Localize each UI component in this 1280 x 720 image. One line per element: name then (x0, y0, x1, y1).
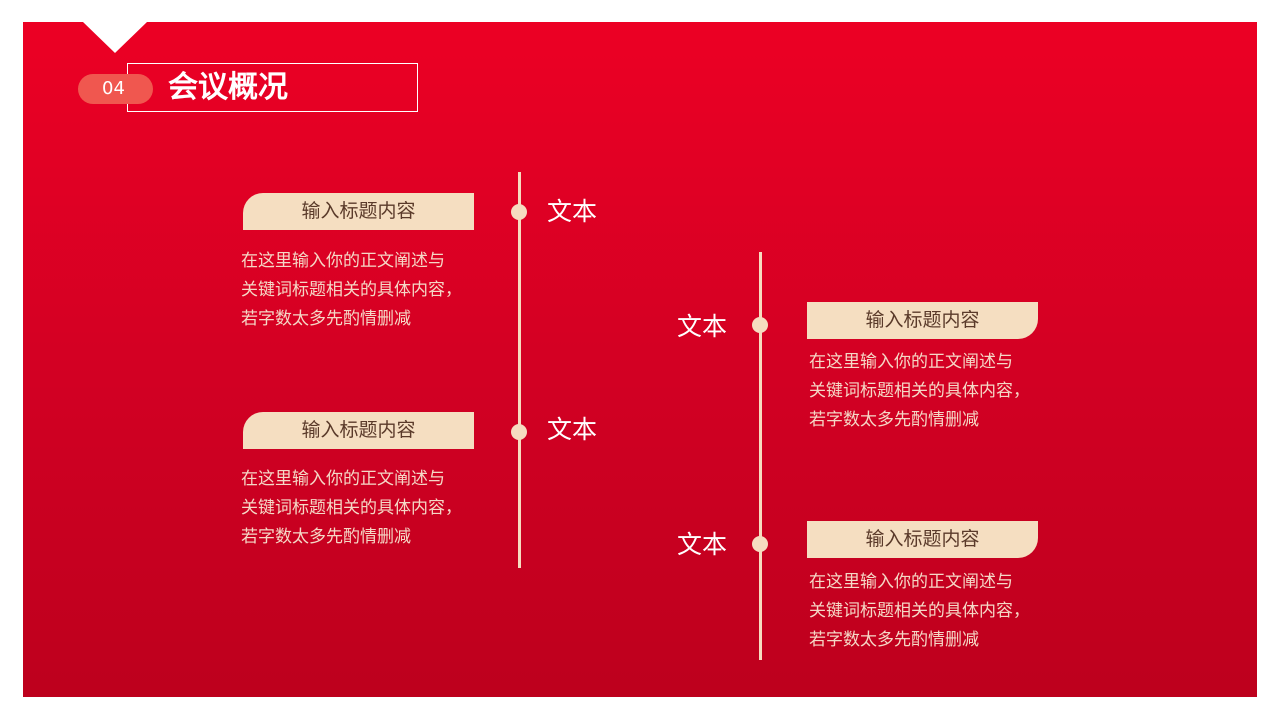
description-line: 关键词标题相关的具体内容， (809, 381, 1030, 401)
section-title: 会议概况 (168, 70, 288, 105)
item-description: 在这里输入你的正文阐述与 关键词标题相关的具体内容， 若字数太多先酌情删减 (241, 465, 491, 552)
description-line: 关键词标题相关的具体内容， (241, 498, 462, 518)
timeline-node-label: 文本 (677, 312, 728, 341)
item-title-tag: 输入标题内容 (807, 302, 1038, 339)
description-line: 在这里输入你的正文阐述与 (809, 352, 1013, 372)
item-description: 在这里输入你的正文阐述与 关键词标题相关的具体内容， 若字数太多先酌情删减 (809, 348, 1059, 435)
description-line: 若字数太多先酌情删减 (241, 527, 411, 547)
description-line: 若字数太多先酌情删减 (241, 309, 411, 329)
description-line: 关键词标题相关的具体内容， (241, 280, 462, 300)
timeline-left-line (518, 172, 521, 568)
slide-background: 04 会议概况 文本 文本 输入标题内容 在这里输入你的正文阐述与 关键词标题相… (23, 22, 1257, 697)
item-description: 在这里输入你的正文阐述与 关键词标题相关的具体内容， 若字数太多先酌情删减 (241, 247, 491, 334)
description-line: 在这里输入你的正文阐述与 (241, 251, 445, 271)
top-notch-decoration (83, 22, 147, 53)
item-description: 在这里输入你的正文阐述与 关键词标题相关的具体内容， 若字数太多先酌情删减 (809, 568, 1059, 655)
timeline-node-label: 文本 (547, 415, 598, 444)
description-line: 在这里输入你的正文阐述与 (241, 469, 445, 489)
section-number-badge: 04 (78, 74, 153, 104)
timeline-dot (752, 317, 768, 333)
timeline-right-line (759, 252, 762, 660)
timeline-dot (511, 424, 527, 440)
description-line: 在这里输入你的正文阐述与 (809, 572, 1013, 592)
description-line: 若字数太多先酌情删减 (809, 630, 979, 650)
item-title-tag: 输入标题内容 (243, 412, 474, 449)
description-line: 若字数太多先酌情删减 (809, 410, 979, 430)
timeline-node-label: 文本 (547, 197, 598, 226)
item-title-tag: 输入标题内容 (243, 193, 474, 230)
timeline-dot (752, 536, 768, 552)
timeline-node-label: 文本 (677, 530, 728, 559)
timeline-dot (511, 204, 527, 220)
description-line: 关键词标题相关的具体内容， (809, 601, 1030, 621)
item-title-tag: 输入标题内容 (807, 521, 1038, 558)
